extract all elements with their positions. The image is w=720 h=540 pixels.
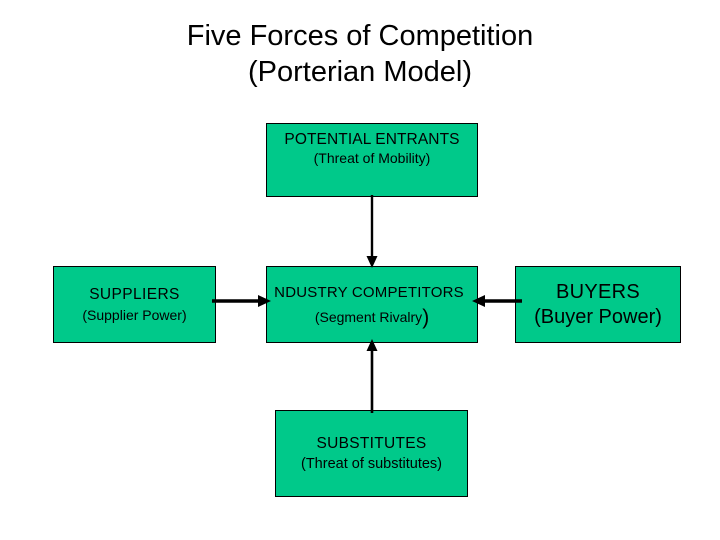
force-box-potential-entrants-subtitle: (Threat of Mobility) [313,150,431,166]
force-box-industry-competitors[interactable]: NDUSTRY COMPETITORS (Segment Rivalry) [266,266,478,343]
arrow-suppliers-to-competitors [212,295,271,307]
page-title: Five Forces of Competition (Porterian Mo… [0,18,720,90]
page-title-line-2: (Porterian Model) [247,56,473,88]
force-box-suppliers-subtitle: (Supplier Power) [82,306,187,323]
arrow-entrants-to-competitors [366,195,378,268]
page-title-line-1: Five Forces of Competition [186,20,534,52]
arrow-substitutes-to-competitors [366,339,378,413]
force-box-buyers-heading: BUYERS [555,280,641,303]
force-box-substitutes-heading: SUBSTITUTES [316,435,427,452]
force-box-buyers[interactable]: BUYERS (Buyer Power) [515,266,681,343]
force-box-potential-entrants[interactable]: POTENTIAL ENTRANTS (Threat of Mobility) [266,123,478,197]
force-box-buyers-subtitle: (Buyer Power) [534,305,662,328]
force-box-substitutes[interactable]: SUBSTITUTES (Threat of substitutes) [275,410,468,497]
force-box-potential-entrants-heading: POTENTIAL ENTRANTS [284,131,460,148]
force-box-industry-competitors-subtitle-paren: ) [422,305,430,329]
force-box-industry-competitors-subtitle: (Segment Rivalry) [315,305,429,330]
force-box-suppliers[interactable]: SUPPLIERS (Supplier Power) [53,266,216,343]
force-box-suppliers-heading: SUPPLIERS [89,285,180,303]
force-box-industry-competitors-subtitle-text: (Segment Rivalry [314,308,423,325]
force-box-industry-competitors-heading: NDUSTRY COMPETITORS [274,283,464,301]
force-box-substitutes-subtitle: (Threat of substitutes) [300,456,443,472]
